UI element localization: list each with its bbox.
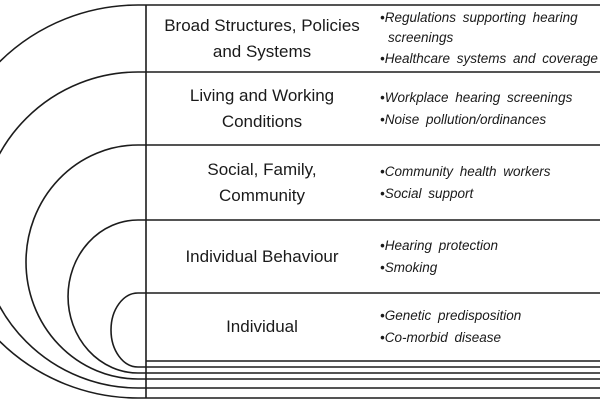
bullet-item: Workplace hearing screenings [380,88,600,108]
row-label: Social, Family, Community [207,160,317,205]
bullet-item: Smoking [380,258,600,278]
arc-level-broad-structures [0,4,600,399]
bullet-item: Hearing protection [380,236,600,256]
row-label: Broad Structures, Policies and Systems [164,16,360,61]
row-bullets: Genetic predisposition Co-morbid disease [378,304,600,349]
row-individual-behaviour: Individual Behaviour Hearing protection … [146,220,600,293]
bullet-item: Regulations supporting hearing screening… [380,8,600,47]
arc-level-individual-behaviour [67,219,600,374]
row-label: Individual [226,317,298,337]
row-social-family-community: Social, Family, Community Community heal… [146,145,600,220]
row-label: Living and Working Conditions [189,86,335,131]
arc-level-living-working [0,71,600,389]
row-bullets: Hearing protection Smoking [378,234,600,279]
bullet-item: Community health workers [380,162,600,182]
row-bullets: Community health workers Social support [378,160,600,205]
row-bullets: Workplace hearing screenings Noise pollu… [378,86,600,131]
arc-level-individual [110,292,600,368]
bullet-item: Noise pollution/ordinances [380,110,600,130]
bullet-item: Healthcare systems and coverage [380,49,600,69]
row-bullets: Regulations supporting hearing screening… [378,6,600,71]
row-living-working: Living and Working Conditions Workplace … [146,72,600,145]
row-broad-structures: Broad Structures, Policies and Systems R… [146,5,600,72]
bullet-item: Co-morbid disease [380,328,600,348]
bullet-item: Social support [380,184,600,204]
row-label: Individual Behaviour [185,246,339,266]
row-individual: Individual Genetic predisposition Co-mor… [146,293,600,361]
bullet-item: Genetic predisposition [380,306,600,326]
arc-level-social-family [25,144,600,380]
